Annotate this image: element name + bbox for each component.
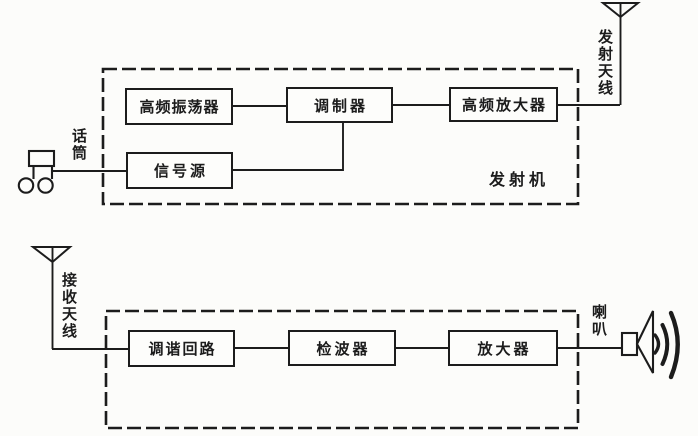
transmitter-label: 发射机 <box>489 172 550 189</box>
speaker-icon <box>620 310 680 380</box>
transmit-antenna-label: 发射天线 <box>596 29 613 97</box>
sound-wave-medium <box>660 323 670 366</box>
transmit-antenna-icon <box>600 1 641 19</box>
sound-wave-large <box>668 310 680 380</box>
block-hf-oscillator: 高频振荡器 <box>125 88 233 125</box>
sound-wave-small <box>653 333 661 355</box>
block-amplifier: 放大器 <box>448 330 558 366</box>
receive-antenna-label: 接收天线 <box>60 272 77 340</box>
receiver-dashed-outline <box>104 309 580 430</box>
block-signal-source: 信号源 <box>126 152 233 189</box>
transmitter-dashed-outline <box>101 67 580 206</box>
block-modulator: 调制器 <box>286 87 393 123</box>
microphone-label: 话筒 <box>70 128 87 162</box>
block-detector: 检波器 <box>288 330 396 366</box>
receive-antenna-icon <box>30 246 73 264</box>
block-tuning-circuit: 调谐回路 <box>128 330 235 367</box>
speaker-label: 喇叭 <box>590 304 607 338</box>
block-hf-amplifier: 高频放大器 <box>449 87 558 122</box>
connection-lines <box>51 4 623 350</box>
microphone-icon <box>17 149 56 194</box>
